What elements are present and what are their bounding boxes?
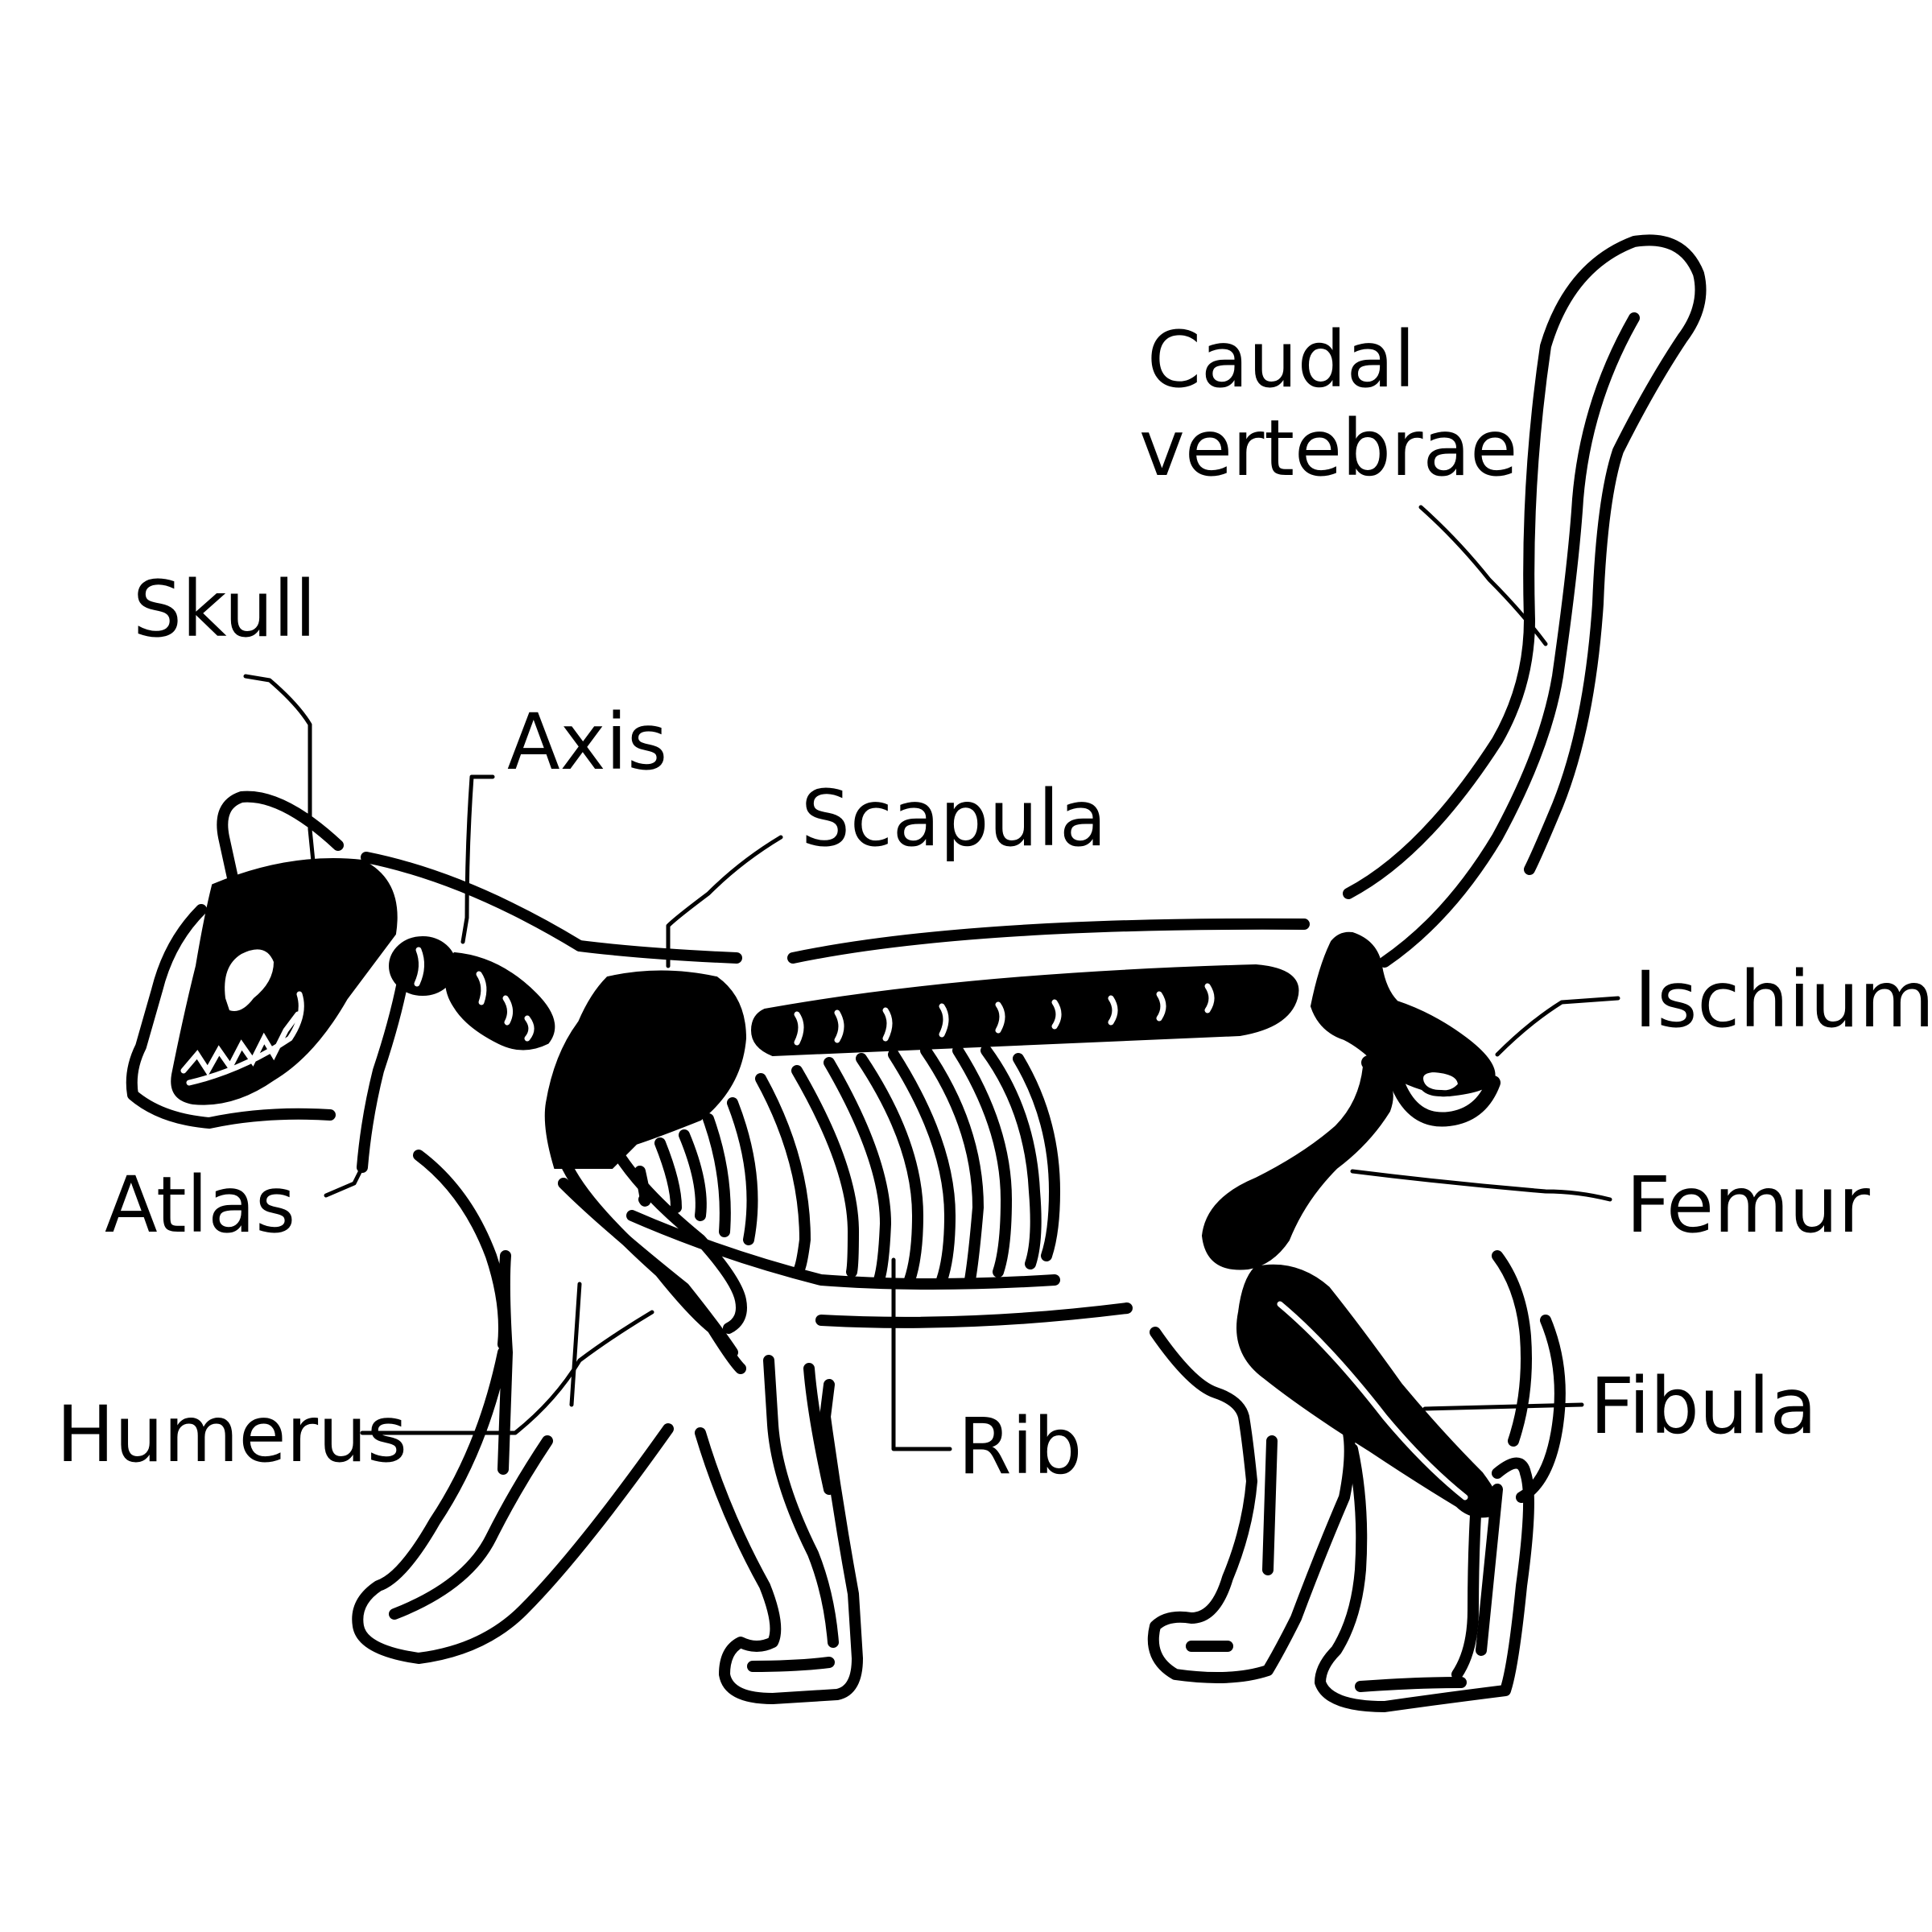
ischium-label: Ischium [1634,955,1932,1045]
lumbar-vertebrae-drawing [750,964,1299,1057]
scapula-label: Scapula [801,774,1107,864]
atlas-leader [324,1165,365,1198]
front-left-leg-drawing [352,1150,674,1664]
vertebrae-label: vertebrae [1139,403,1517,493]
atlas-label: Atlas [105,1160,295,1250]
ribcage-drawing [626,1045,1060,1290]
leader-lines [243,505,1620,1451]
skull-label: Skull [133,564,316,654]
axis-label: Axis [507,697,667,787]
axis-leader [460,774,495,944]
atlas-axis-drawing [357,936,555,1173]
scapula-leader [666,835,783,968]
front-right-leg-drawing [551,1117,863,1704]
rear-left-leg-drawing [1147,1064,1393,1683]
pelvis-drawing [1310,931,1501,1127]
belly-drawing [815,1302,1133,1328]
atlas-leader-extra [569,1282,582,1407]
femur-leader [1350,1169,1612,1202]
rear-right-leg-drawing [1236,1250,1566,1712]
scapula-drawing [544,970,747,1169]
skull-drawing [126,791,398,1129]
caudal-vertebrae-leader [1418,505,1548,646]
fibula-leader [1422,1402,1584,1411]
tail-drawing [1343,234,1707,968]
femur-label: Femur [1626,1160,1870,1250]
fibula-label: Fibula [1590,1361,1817,1451]
skull-leader [243,674,316,872]
spine-drawing [361,852,1310,964]
ischium-leader [1495,996,1620,1057]
humerus-leader [360,1310,654,1435]
caudal-label: Caudal [1147,315,1415,405]
humerus-label: Humerus [56,1389,407,1480]
rib-leader [891,1257,952,1451]
rib-label: Rib [958,1402,1082,1492]
labels: Skull Axis Scapula Caudal vertebrae Isch… [56,315,1932,1492]
